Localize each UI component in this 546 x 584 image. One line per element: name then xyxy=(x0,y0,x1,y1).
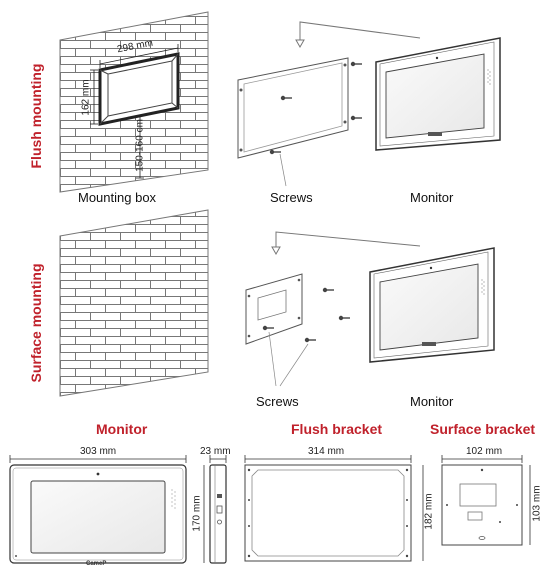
flush-screws xyxy=(269,61,362,155)
surface-bracket-title: Surface bracket xyxy=(430,421,536,437)
monitor-dimensions-title: Monitor xyxy=(96,421,148,437)
flush-dimension-lines xyxy=(90,44,179,179)
surface-monitor-label: Monitor xyxy=(410,394,454,409)
flush-bracket-illustration xyxy=(237,57,349,159)
flush-screws-label: Screws xyxy=(270,190,313,205)
mounting-box-label: Mounting box xyxy=(78,190,157,205)
surface-screws xyxy=(262,287,350,343)
surface-screw-leaders xyxy=(268,331,309,387)
monitor-height: 170 mm xyxy=(191,495,203,532)
flush-bracket-front-view xyxy=(244,455,424,562)
brand-logo: CameP xyxy=(86,561,107,567)
surface-screws-label: Screws xyxy=(256,394,299,409)
surface-bracket-width: 102 mm xyxy=(466,446,503,457)
flush-bracket-width: 314 mm xyxy=(308,446,345,457)
monitor-side-view xyxy=(203,455,227,564)
surface-bracket-front-view xyxy=(441,455,531,546)
flush-bracket-title: Flush bracket xyxy=(291,421,383,437)
monitor-front-view xyxy=(9,455,187,564)
mounting-box-height: 162 mm xyxy=(80,79,92,116)
surface-bracket-illustration xyxy=(245,273,303,345)
surface-brick-wall xyxy=(59,209,209,397)
floor-height: 150-160 cm xyxy=(134,119,146,172)
monitor-width: 303 mm xyxy=(80,446,117,457)
mounting-box xyxy=(98,52,180,126)
flush-monitor-illustration xyxy=(375,37,501,151)
surface-mounting-title: Surface mounting xyxy=(28,263,44,383)
monitor-depth: 23 mm xyxy=(200,446,231,457)
surface-bracket-height: 103 mm xyxy=(531,485,543,522)
flush-bracket-height: 182 mm xyxy=(423,493,435,530)
flush-mounting-title: Flush mounting xyxy=(28,63,44,169)
flush-monitor-label: Monitor xyxy=(410,190,454,205)
flush-screw-leaders xyxy=(279,153,287,187)
flush-arrow xyxy=(295,21,421,49)
surface-monitor-illustration xyxy=(369,247,495,363)
surface-arrow xyxy=(271,231,421,256)
